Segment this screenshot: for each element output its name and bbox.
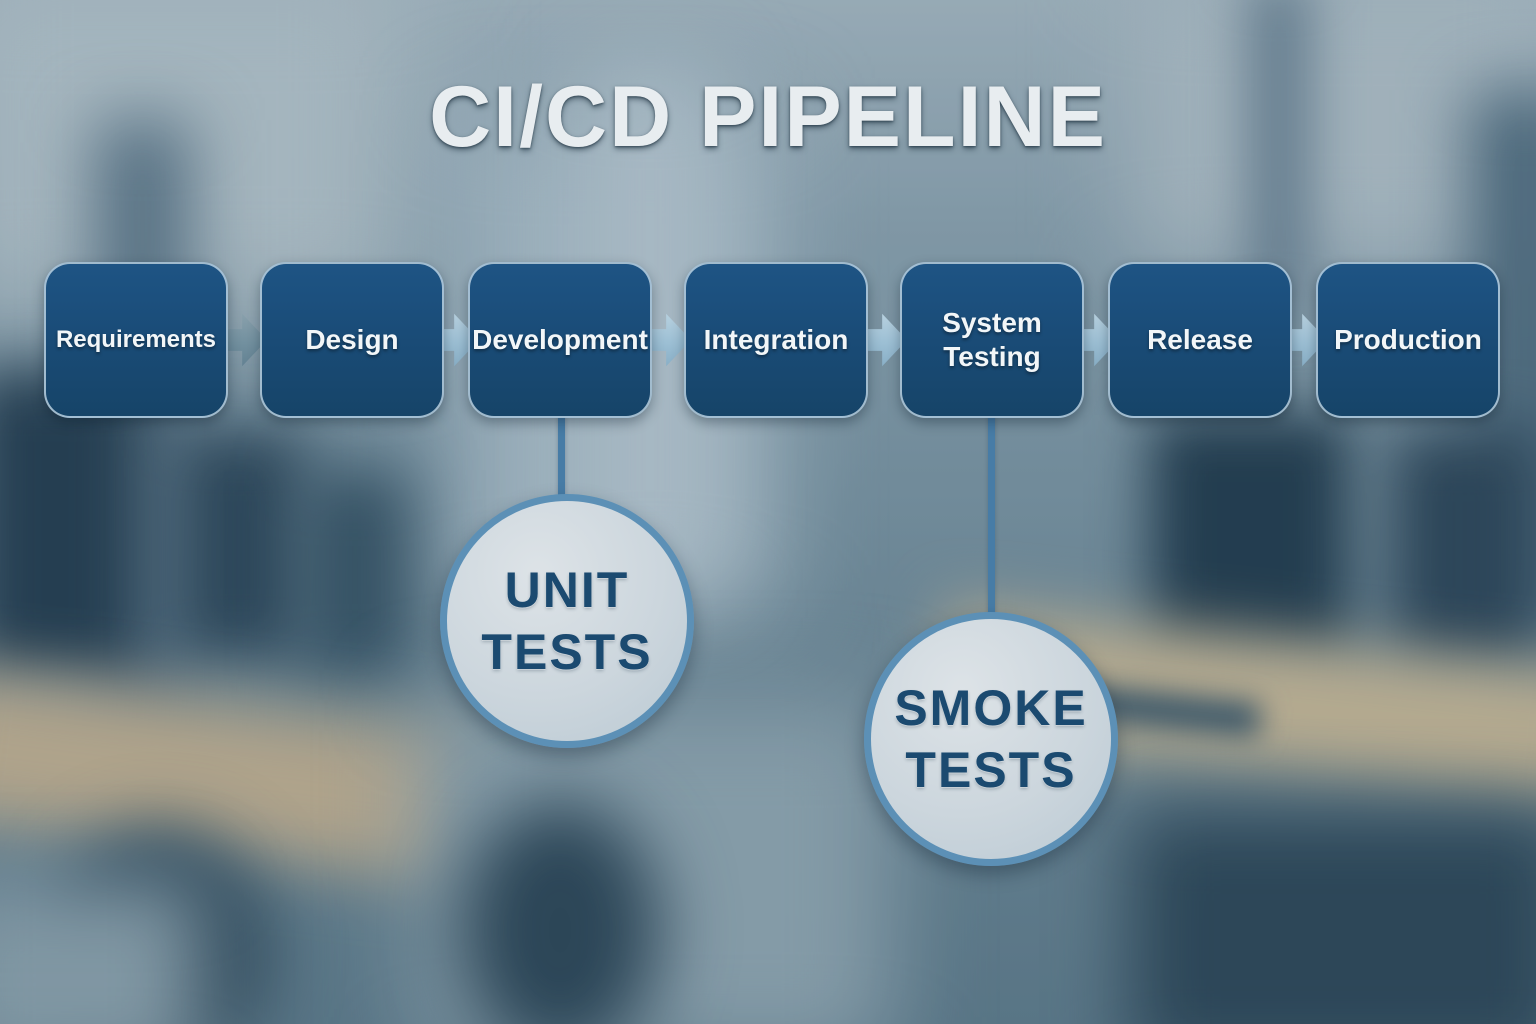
blur-chair-2 [460, 800, 660, 1024]
stage-release-label: Release [1147, 323, 1253, 355]
stage-development: Development [468, 262, 652, 418]
blur-monitor-left-3 [300, 470, 410, 680]
connector-development-to-unit-tests [558, 408, 565, 508]
connector-system-testing-to-smoke-tests [988, 408, 995, 624]
stage-production-label: Production [1334, 323, 1482, 355]
smoke-tests-label-line2: TESTS [905, 742, 1077, 798]
unit-tests-badge: UNIT TESTS [440, 494, 694, 748]
stage-integration: Integration [684, 262, 868, 418]
stage-system-testing-label: System Testing [942, 306, 1042, 372]
stage-production: Production [1316, 262, 1500, 418]
blur-monitor-left-2 [175, 430, 305, 660]
blur-pillar-left [95, 120, 190, 740]
blur-chair-1 [50, 830, 270, 1024]
blur-monitor-right-2 [1390, 430, 1536, 670]
stage-requirements: Requirements [44, 262, 228, 418]
stage-release: Release [1108, 262, 1292, 418]
diagram-title: CI/CD PIPELINE [429, 69, 1107, 165]
unit-tests-label-line1: UNIT [504, 562, 630, 618]
stage-design-label: Design [305, 323, 399, 355]
stage-development-label: Development [472, 323, 648, 355]
blur-light-bottom-left [0, 880, 200, 1024]
stage-integration-label: Integration [703, 323, 849, 355]
unit-tests-label-line2: TESTS [481, 624, 653, 680]
smoke-tests-badge: SMOKE TESTS [864, 612, 1118, 866]
stage-design: Design [260, 262, 444, 418]
blur-floor [420, 700, 890, 1024]
blur-desk-left [0, 667, 478, 883]
blur-monitor-right-1 [1150, 415, 1350, 665]
stage-requirements-label: Requirements [55, 326, 217, 354]
stage-system-testing: System Testing [900, 262, 1084, 418]
blur-dark-bottom-right [1130, 810, 1536, 1024]
smoke-tests-label-line1: SMOKE [894, 680, 1088, 736]
